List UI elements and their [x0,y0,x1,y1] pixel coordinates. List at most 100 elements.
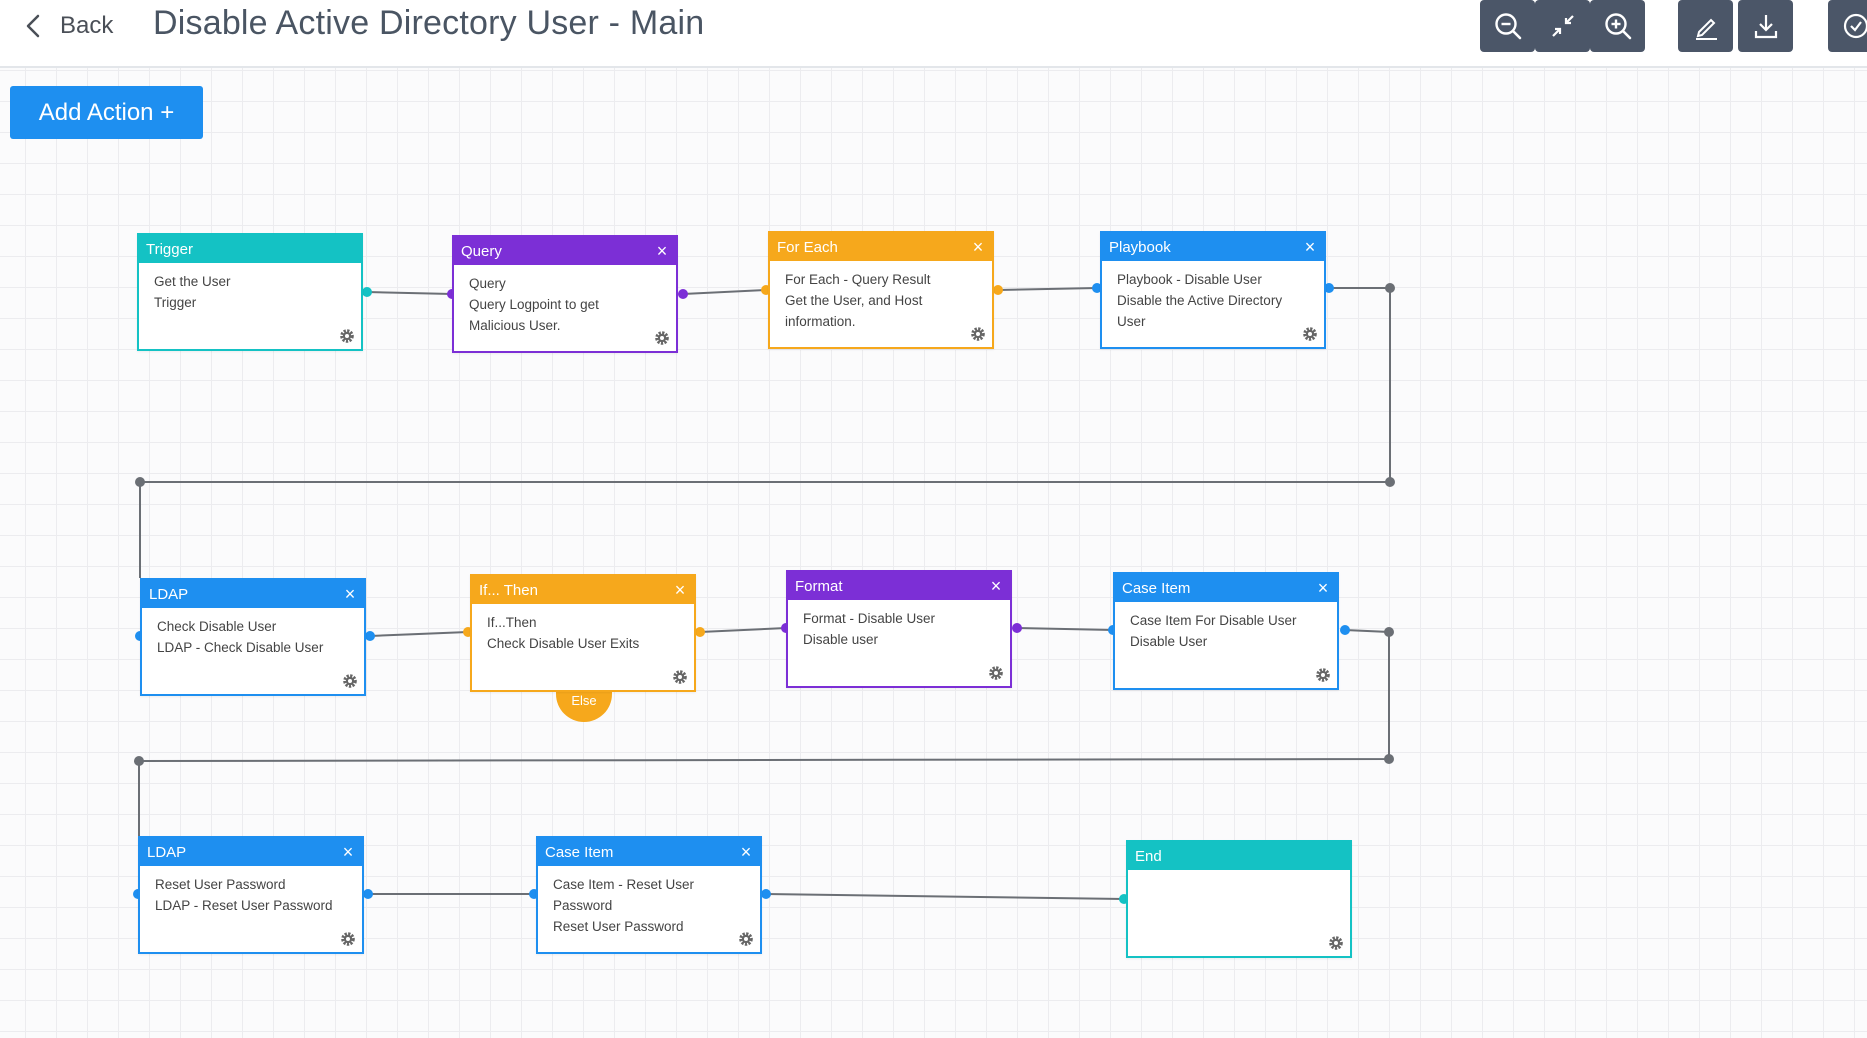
node-title: Playbook [1109,238,1171,256]
node-line: Case Item - Reset User [553,877,695,892]
back-button[interactable]: Back [26,8,113,44]
gear-icon[interactable] [654,330,670,346]
page-title: Disable Active Directory User - Main [153,4,705,42]
gear-icon[interactable] [970,326,986,342]
node-line: For Each - Query Result [785,272,931,287]
zoom-in-button[interactable] [1590,0,1645,52]
node-case-item-disable[interactable]: Case Item × Case Item For Disable User D… [1113,572,1339,690]
node-line: Password [553,898,613,913]
node-header: Query × [454,237,676,265]
node-header: Playbook × [1102,233,1324,261]
close-icon[interactable]: × [740,842,752,862]
top-header: Back Disable Active Directory User - Mai… [0,0,1867,68]
node-line: Get the User, and Host [785,293,923,308]
node-line: Check Disable User Exits [487,636,640,651]
node-query[interactable]: Query × Query Query Logpoint to get Mali… [452,235,678,353]
add-action-button[interactable]: Add Action + [10,86,203,139]
node-title: Case Item [545,843,614,861]
node-title: Query [461,242,502,260]
node-line: Playbook - Disable User [1117,272,1262,287]
zoom-in-icon [1604,13,1631,40]
node-body [1128,870,1350,878]
close-icon[interactable]: × [344,584,356,604]
gear-icon[interactable] [1328,935,1344,951]
edit-icon [1695,18,1717,40]
node-line: Trigger [154,295,197,310]
chevron-left-icon [26,14,40,38]
download-icon [1754,15,1777,39]
node-line: Query [469,276,506,291]
gear-icon[interactable] [1302,326,1318,342]
close-icon[interactable]: × [656,241,668,261]
node-body: Check Disable User LDAP - Check Disable … [142,608,364,658]
node-header: LDAP × [140,838,362,866]
node-title: End [1135,847,1162,865]
node-body: Format - Disable User Disable user [788,600,1010,650]
node-playbook[interactable]: Playbook × Playbook - Disable User Disab… [1100,231,1326,349]
else-label: Else [571,693,597,708]
node-line: Disable User [1130,634,1208,649]
gear-icon[interactable] [738,931,754,947]
node-ldap-check[interactable]: LDAP × Check Disable User LDAP - Check D… [140,578,366,696]
gear-icon[interactable] [342,673,358,689]
node-line: If...Then [487,615,537,630]
download-button[interactable] [1738,0,1793,52]
node-format[interactable]: Format × Format - Disable User Disable u… [786,570,1012,688]
node-trigger[interactable]: Trigger Get the User Trigger [137,233,363,351]
node-body: Reset User Password LDAP - Reset User Pa… [140,866,362,916]
node-header: If... Then × [472,576,694,604]
node-title: Case Item [1122,579,1191,597]
node-header: LDAP × [142,580,364,608]
node-line: information. [785,314,856,329]
close-icon[interactable]: × [1304,237,1316,257]
close-icon[interactable]: × [990,576,1002,596]
node-line: Check Disable User [157,619,277,634]
node-for-each[interactable]: For Each × For Each - Query Result Get t… [768,231,994,349]
node-title: If... Then [479,581,538,599]
node-end[interactable]: End [1126,840,1352,958]
node-body: Query Query Logpoint to get Malicious Us… [454,265,676,336]
node-header: Trigger [139,235,361,263]
close-icon[interactable]: × [674,580,686,600]
node-line: Reset User Password [155,877,286,892]
node-ldap-reset[interactable]: LDAP × Reset User Password LDAP - Reset … [138,836,364,954]
edit-button[interactable] [1678,0,1733,52]
node-line: Disable user [803,632,879,647]
fit-screen-icon [1551,15,1574,37]
save-button[interactable] [1828,0,1867,52]
node-line: Case Item For Disable User [1130,613,1297,628]
close-icon[interactable]: × [1317,578,1329,598]
node-line: Disable the Active Directory [1117,293,1283,308]
node-line: Query Logpoint to get [469,297,599,312]
node-title: For Each [777,238,838,256]
node-header: Format × [788,572,1010,600]
node-body: Playbook - Disable User Disable the Acti… [1102,261,1324,332]
node-header: End [1128,842,1350,870]
node-title: Format [795,577,843,595]
gear-icon[interactable] [988,665,1004,681]
gear-icon[interactable] [340,931,356,947]
back-label: Back [60,12,114,39]
node-if-then[interactable]: If... Then × If...Then Check Disable Use… [470,574,696,692]
node-body: If...Then Check Disable User Exits [472,604,694,654]
node-line: Get the User [154,274,231,289]
node-header: Case Item × [538,838,760,866]
node-body: Case Item For Disable User Disable User [1115,602,1337,652]
node-title: LDAP [147,843,187,861]
node-body: Get the User Trigger [139,263,361,313]
close-icon[interactable]: × [972,237,984,257]
node-header: For Each × [770,233,992,261]
node-body: For Each - Query Result Get the User, an… [770,261,992,332]
zoom-out-icon [1494,13,1521,40]
gear-icon[interactable] [1315,667,1331,683]
node-case-item-reset[interactable]: Case Item × Case Item - Reset User Passw… [536,836,762,954]
close-icon[interactable]: × [342,842,354,862]
node-title: Trigger [146,240,193,258]
node-line: Malicious User. [469,318,561,333]
gear-icon[interactable] [672,669,688,685]
fit-screen-button[interactable] [1535,0,1590,52]
node-line: Reset User Password [553,919,684,934]
gear-icon[interactable] [339,328,355,344]
zoom-out-button[interactable] [1480,0,1535,52]
